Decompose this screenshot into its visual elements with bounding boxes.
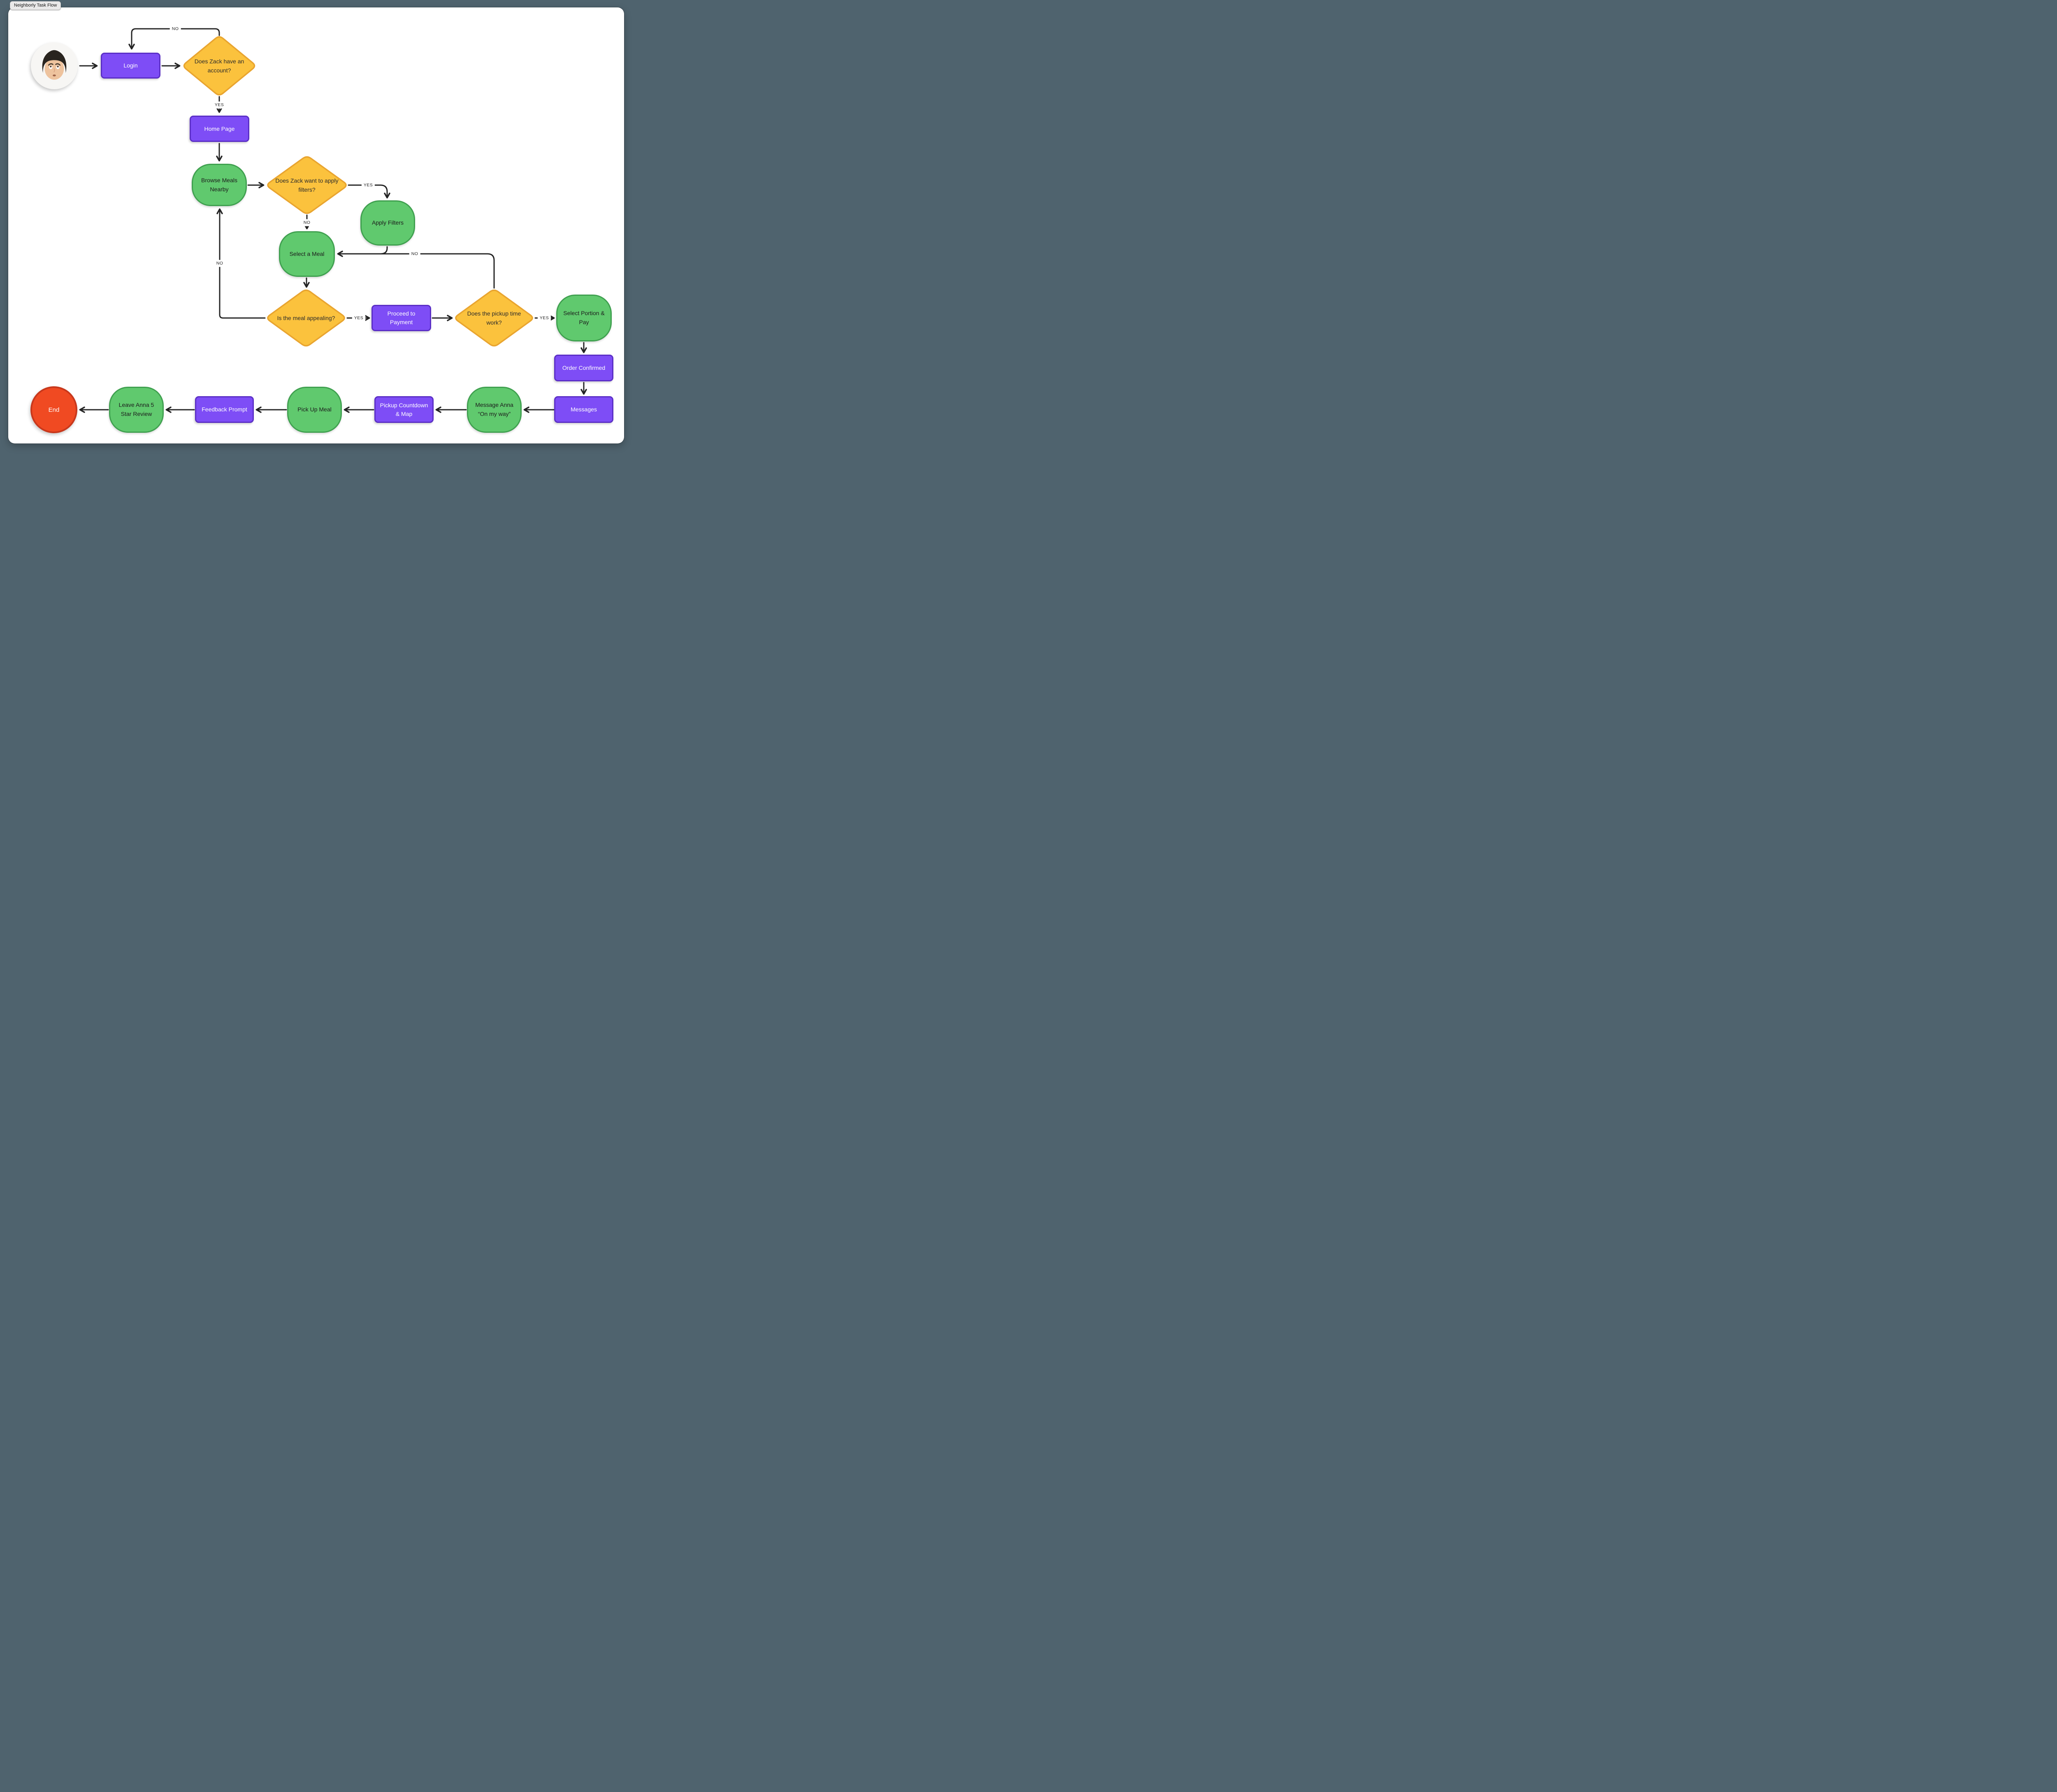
- node-home-page[interactable]: Home Page: [190, 116, 249, 142]
- node-messages[interactable]: Messages: [554, 396, 613, 423]
- node-pickup-countdown-label: Pickup Countdown & Map: [380, 402, 428, 417]
- edge-label-account-no: NO: [169, 25, 181, 32]
- node-browse-meals[interactable]: Browse Meals Nearby: [192, 164, 247, 206]
- file-title-badge[interactable]: Neighborly Task Flow: [10, 1, 61, 10]
- edge-label-appealing-yes: YES: [352, 314, 366, 322]
- node-pick-up-meal[interactable]: Pick Up Meal: [287, 387, 342, 433]
- decision-account-shape[interactable]: [183, 36, 255, 96]
- node-select-portion-pay[interactable]: Select Portion & Pay: [556, 295, 612, 341]
- edge-label-pickup-no: NO: [409, 250, 420, 258]
- node-feedback-prompt-label: Feedback Prompt: [202, 406, 247, 413]
- node-login[interactable]: Login: [101, 53, 160, 79]
- node-order-confirmed-label: Order Confirmed: [562, 364, 606, 371]
- node-pick-up-meal-label: Pick Up Meal: [297, 406, 332, 413]
- decision-filters-shape[interactable]: [267, 156, 347, 214]
- node-order-confirmed[interactable]: Order Confirmed: [554, 355, 613, 381]
- memoji-face-icon: [42, 50, 67, 80]
- user-avatar[interactable]: [31, 42, 78, 89]
- node-apply-filters-label: Apply Filters: [371, 219, 404, 226]
- edge-label-filters-no: NO: [301, 219, 313, 226]
- node-proceed-payment-label: Proceed to Payment: [387, 310, 416, 325]
- diagram-canvas: [8, 7, 624, 443]
- node-browse-meals-label: Browse Meals Nearby: [201, 176, 237, 193]
- node-end-label: End: [48, 406, 60, 413]
- edge-label-appealing-no: NO: [214, 260, 225, 267]
- node-select-portion-pay-label: Select Portion & Pay: [563, 310, 605, 325]
- edge-pickup-no-loop: [337, 251, 495, 289]
- decision-appealing-shape[interactable]: [267, 289, 345, 347]
- node-messages-label: Messages: [571, 406, 597, 413]
- node-select-meal[interactable]: Select a Meal: [279, 231, 335, 277]
- node-message-anna[interactable]: Message Anna “On my way”: [467, 387, 522, 433]
- edge-filters-yes: [348, 184, 390, 199]
- node-home-page-label: Home Page: [204, 125, 235, 132]
- node-proceed-payment[interactable]: Proceed to Payment: [371, 305, 431, 331]
- edge-label-account-yes: YES: [212, 101, 226, 109]
- edge-label-pickup-yes: YES: [537, 314, 551, 322]
- edge-applyfilters-join: [380, 246, 388, 255]
- connectors: [79, 28, 587, 413]
- connector-layer: [79, 28, 587, 413]
- node-select-meal-label: Select a Meal: [289, 250, 325, 257]
- node-apply-filters[interactable]: Apply Filters: [360, 200, 415, 246]
- node-leave-review-label: Leave Anna 5 Star Review: [118, 402, 154, 417]
- node-end[interactable]: End: [30, 386, 77, 433]
- edge-label-filters-yes: YES: [361, 181, 375, 189]
- node-feedback-prompt[interactable]: Feedback Prompt: [195, 396, 254, 423]
- decision-pickup-shape[interactable]: [455, 289, 533, 347]
- node-message-anna-label: Message Anna “On my way”: [475, 402, 513, 417]
- node-login-label: Login: [123, 62, 138, 69]
- edge-appealing-no-loop: [216, 208, 266, 319]
- node-pickup-countdown[interactable]: Pickup Countdown & Map: [374, 396, 434, 423]
- node-leave-review[interactable]: Leave Anna 5 Star Review: [109, 387, 164, 433]
